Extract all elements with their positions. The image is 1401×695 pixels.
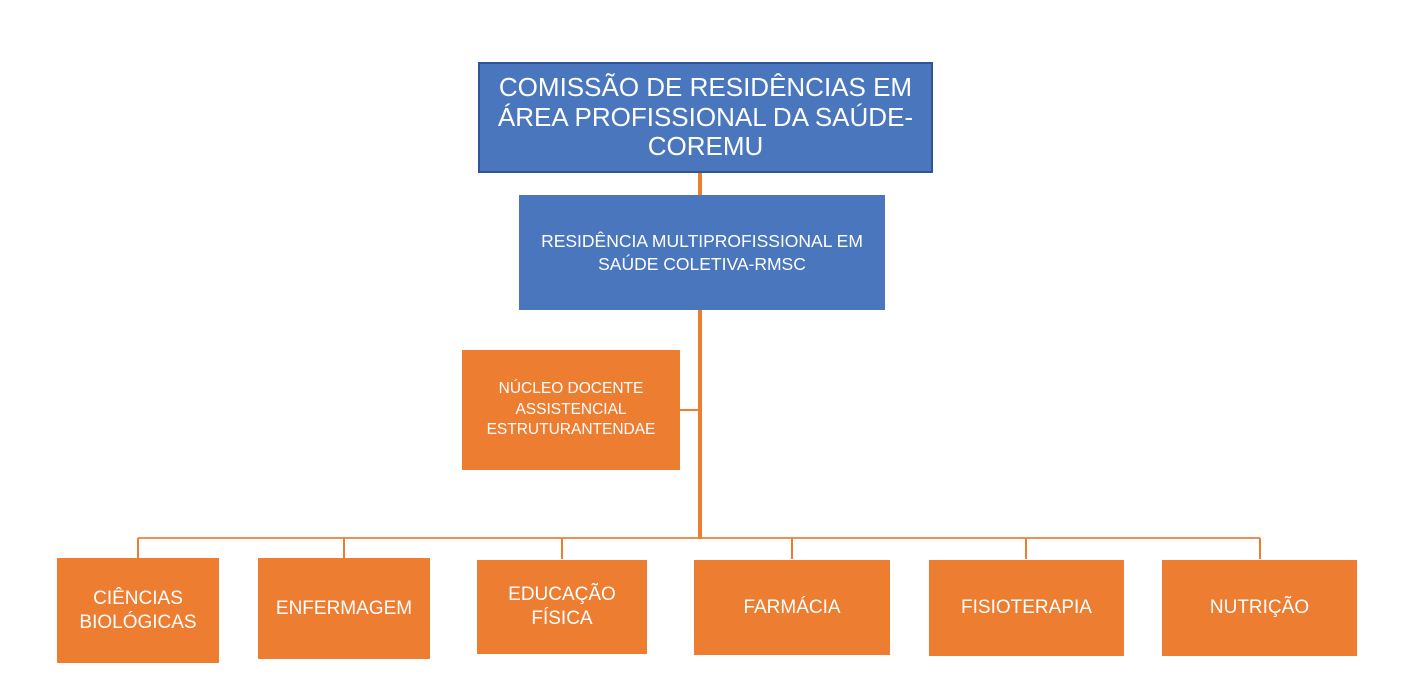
- connector-trunk: [698, 310, 702, 539]
- connector-horizontal: [138, 537, 1260, 539]
- node-rmsc: RESIDÊNCIA MULTIPROFISSIONAL EM SAÚDE CO…: [519, 195, 885, 310]
- node-ciencias-biologicas: CIÊNCIAS BIOLÓGICAS: [57, 558, 219, 663]
- node-farmacia: FARMÁCIA: [694, 560, 890, 655]
- node-coremu-line: COMISSÃO DE RESIDÊNCIAS EM: [498, 71, 913, 102]
- node-nutricao: NUTRIÇÃO: [1162, 560, 1357, 656]
- node-rmsc-line: RESIDÊNCIA MULTIPROFISSIONAL EM: [541, 230, 863, 251]
- node-coremu: COMISSÃO DE RESIDÊNCIAS EM ÁREA PROFISSI…: [478, 62, 933, 173]
- node-ndae: NÚCLEO DOCENTE ASSISTENCIAL ESTRUTURANTE…: [462, 350, 680, 470]
- connector-stub-fisioterapia: [1025, 538, 1027, 559]
- connector-stub-educacao-fisica: [561, 538, 563, 559]
- connector-stub-nutricao: [1259, 538, 1261, 559]
- node-fisioterapia: FISIOTERAPIA: [929, 560, 1124, 656]
- connector-ndae: [680, 409, 699, 411]
- connector-root-program: [698, 173, 702, 195]
- connector-stub-ciencias-biologicas: [137, 538, 139, 559]
- node-educacao-fisica: EDUCAÇÃO FÍSICA: [477, 560, 647, 654]
- node-ndae-line: ASSISTENCIAL: [515, 400, 627, 418]
- node-coremu-line: COREMU: [647, 131, 764, 162]
- connector-stub-enfermagem: [343, 538, 345, 559]
- node-rmsc-line: SAÚDE COLETIVA-RMSC: [598, 253, 806, 274]
- node-ndae-line: ESTRUTURANTENDAE: [486, 421, 656, 439]
- node-ndae-line: NÚCLEO DOCENTE: [498, 379, 644, 397]
- node-enfermagem: ENFERMAGEM: [258, 558, 430, 659]
- node-coremu-line: ÁREA PROFISSIONAL DA SAÚDE-: [497, 101, 914, 132]
- connector-stub-farmacia: [791, 538, 793, 559]
